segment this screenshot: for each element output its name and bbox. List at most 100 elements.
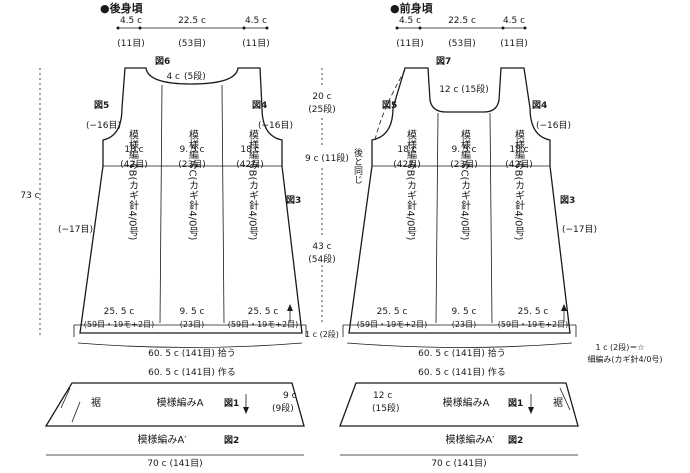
front-hem-make: 60. 5 c (141目) 作る [418,366,506,378]
front-dec-right: (−16目) [536,120,571,131]
back-panel-cm-2: 9. 5 c [180,145,205,155]
vert-v3-rows: (54段) [308,253,335,265]
front-column-pattern-1: 模様編みB(カギ針4/0号) [405,129,417,240]
front-shoulder-cm-2: 22.5 c [448,16,476,26]
back-panel-st-2: (23目) [178,159,205,170]
front-column-pattern-3: 模様編みB(カギ針4/0号) [513,129,525,240]
front-column-pattern-2: 模様編みC(カギ針4/0号) [459,129,471,240]
back-body-outline [79,67,303,334]
back-hem-height-cm: 9 c [283,391,297,401]
back-shoulder-st-2: (53目) [178,38,205,49]
back-fig-neck: 図6 [155,56,170,67]
front-fig-neck: 図7 [436,56,451,67]
front-hem-height-rows: (15段) [372,402,399,414]
back-dec-left: (−16目) [86,120,121,131]
back-bottom-cm-1: 25. 5 c [104,307,135,317]
front-panel-divider-left [435,112,439,324]
front-neck-depth: 12 c (15段) [439,83,489,95]
back-hem-height-rows: (9段) [272,402,294,414]
back-hem-pattern-prime: 模様編みA′ [137,433,187,446]
front-shoulder-st-2: (53目) [448,38,475,49]
vert-v1-cm: 20 c [312,92,331,102]
front-shoulder-cm-3: 4.5 c [503,16,525,26]
back-hem-fig1: 図1 [224,398,239,409]
back-panel-cm-1: 18 c [124,145,143,155]
back-dec-right: (−16目) [258,120,293,131]
back-fig-left: 図5 [94,100,109,111]
back-column-pattern-2: 模様編みC(カギ針4/0号) [187,129,199,240]
back-side-dec: (−17目) [58,224,93,235]
vert-v3-cm: 43 c [312,242,331,252]
back-shoulder-cm-3: 4.5 c [245,16,267,26]
front-hem-label: 裾 [553,396,563,409]
front-title: ●前身頃 [390,1,434,15]
front-fig-left: 図5 [382,100,397,111]
front-side-dec: (−17目) [562,224,597,235]
vert-v1-rows: (25段) [308,103,335,115]
back-neck-rows: (5段) [184,70,206,82]
front-hem-band [339,382,579,427]
front-fig-side: 図3 [560,195,575,206]
front-panel-st-3: (42目) [505,159,532,170]
front-panel-st-1: (42目) [393,159,420,170]
front-edge-note-2: 細編み(カギ針4/0号) [587,354,662,364]
back-hem-band [44,382,305,427]
back-pickup-curve [77,342,303,348]
back-fig-side: 図3 [286,195,301,206]
back-panel-st-3: (42目) [236,159,263,170]
back-panel-cm-3: 18 c [240,145,259,155]
front-panel-divider-right [489,112,493,324]
front-shoulder-st-1: (11目) [396,38,423,49]
front-hem-height-cm: 12 c [373,391,392,401]
back-shoulder-cm-2: 22.5 c [178,16,206,26]
back-hem-make: 60. 5 c (141目) 作る [148,366,236,378]
front-pickup-label: 60. 5 c (141目) 拾う [418,347,506,359]
front-bottom-st-2: (23目) [452,320,476,329]
back-title: ●後身頃 [100,1,144,15]
back-shoulder-st-1: (11目) [117,38,144,49]
back-shoulder-cm-1: 4.5 c [120,16,142,26]
back-panel-st-1: (42目) [120,159,147,170]
vert-v4: 1 c (2段) [305,329,339,339]
back-hem-width: 70 c (141目) [147,458,202,469]
back-neck-depth: 4 c [166,72,180,82]
front-hem-pattern-prime: 模様編みA′ [445,433,495,446]
front-shoulder-cm-1: 4.5 c [399,16,421,26]
front-hem-fig2: 図2 [508,435,523,446]
back-hem-fig2: 図2 [224,435,239,446]
back-bottom-cm-2: 9. 5 c [180,307,205,317]
front-bottom-st-1: (59目・19モ+2目) [357,320,427,329]
back-panel-divider-right [221,84,225,324]
back-bottom-st-3: (59目・19モ+2目) [228,320,298,329]
back-panel-divider-left [159,84,163,324]
back-bottom-cm-3: 25. 5 c [248,307,279,317]
back-column-pattern-3: 模様編みB(カギ針4/0号) [247,129,259,240]
front-hem-pattern: 模様編みA [443,396,490,409]
front-body-outline [348,67,571,334]
front-panel-cm-1: 18 c [397,145,416,155]
back-hem-label: 裾 [91,396,101,409]
front-bottom-cm-1: 25. 5 c [377,307,408,317]
back-shoulder-st-3: (11目) [242,38,269,49]
front-fig-right: 図4 [532,100,547,111]
front-edge-note-1: 1 c (2段)＝☆ [595,342,644,352]
back-fig-right: 図4 [252,100,267,111]
back-bottom-st-1: (59目・19モ+2目) [84,320,154,329]
back-pickup-label: 60. 5 c (141目) 拾う [148,347,236,359]
front-same-as-back: 後と同じ [352,147,363,184]
back-bottom-st-2: (23目) [180,320,204,329]
front-bottom-cm-3: 25. 5 c [518,307,549,317]
front-bottom-cm-2: 9. 5 c [452,307,477,317]
front-pickup-curve [346,342,573,348]
back-column-pattern-1: 模様編みB(カギ針4/0号) [127,129,139,240]
back-hem-pattern: 模様編みA [157,396,204,409]
front-shoulder-st-3: (11目) [500,38,527,49]
front-hem-fig1: 図1 [508,398,523,409]
front-back-armhole-ref [374,69,406,141]
front-panel-cm-2: 9. 5 c [452,145,477,155]
front-panel-st-2: (23目) [450,159,477,170]
front-hem-width: 70 c (141目) [431,458,486,469]
front-bottom-st-3: (59目・19モ+2目) [498,320,568,329]
front-panel-cm-3: 18 c [509,145,528,155]
